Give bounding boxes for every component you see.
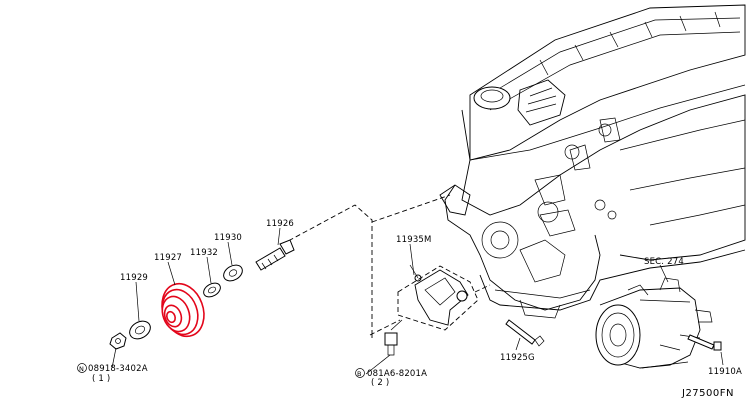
label-sec-274: SEC. 274 [644,257,684,267]
label-11910a: 11910A [708,367,742,377]
bracket-11935m [409,264,469,326]
pulley-11927 [161,282,205,338]
label-08918-3402a: 08918-3402A [88,364,148,374]
n-marker-symbol: N [79,365,84,373]
pulley-mount-guide [371,194,451,223]
nut-08918 [109,332,127,350]
label-11929: 11929 [120,273,148,283]
label-081a6-qty: ( 2 ) [371,378,389,388]
label-11932: 11932 [190,248,218,258]
bolt-081a6 [384,319,403,356]
label-11926: 11926 [266,219,294,229]
engine-block [439,4,746,319]
label-11935m: 11935M [396,235,432,245]
label-081a6-8201a: 081A6-8201A [367,369,427,379]
pulley-axis-line [289,204,401,338]
n-marker-circle [77,363,87,373]
bolt-11926 [255,239,295,271]
label-11927: 11927 [154,253,182,263]
spacer-11932 [203,282,221,298]
ac-compressor [595,277,713,369]
label-11925g: 11925G [500,353,535,363]
b-marker-circle [355,368,365,378]
washer-11930 [223,264,243,282]
b-marker-symbol: B [357,370,362,378]
bolt-11910a [687,334,722,351]
bolt-11925g [505,319,545,347]
label-08918-qty: ( 1 ) [92,374,110,384]
diagram-id: J27500FN [681,388,734,399]
label-11930: 11930 [214,233,242,243]
bracket-dashed-outline [397,265,479,331]
plate-11929 [129,320,151,340]
bracket-engine-link [474,284,491,293]
leader-lines [111,227,724,375]
